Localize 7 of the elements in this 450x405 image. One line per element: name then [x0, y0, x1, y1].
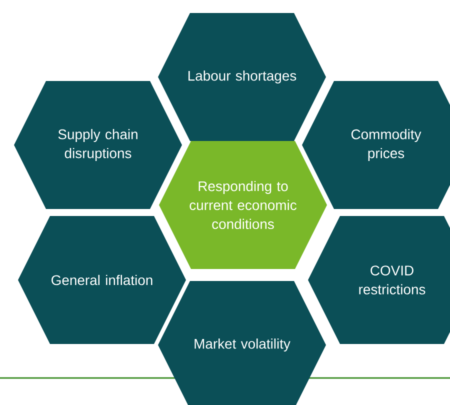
hexagon: COVID restrictions [308, 216, 450, 344]
hexagon: General inflation [18, 216, 186, 344]
hexagon: Market volatility [158, 281, 326, 405]
hexagon: Responding to current economic conditions [159, 141, 327, 269]
hexagon: Labour shortages [158, 13, 326, 141]
hexagon: Commodity prices [302, 81, 450, 209]
hexagon: Supply chain disruptions [14, 81, 182, 209]
